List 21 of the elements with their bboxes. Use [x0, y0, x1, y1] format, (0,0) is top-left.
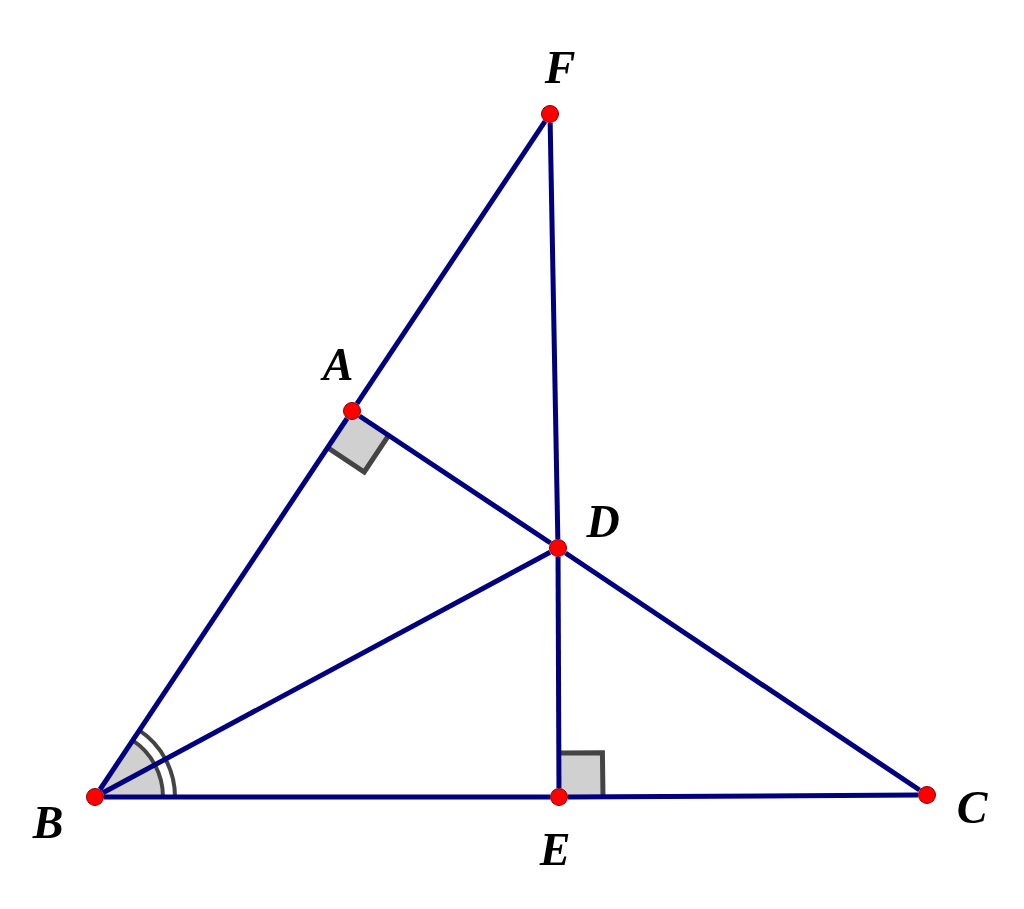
- point-label: C: [956, 785, 988, 831]
- line-segment: [568, 792, 918, 800]
- point-dot: [918, 786, 936, 804]
- line-segment: [564, 550, 921, 793]
- point-label: D: [586, 499, 620, 545]
- point-label: F: [544, 45, 576, 91]
- line-segment: [97, 417, 350, 791]
- point-dot: [86, 788, 104, 806]
- point-label: B: [32, 800, 64, 846]
- line-segment: [104, 794, 550, 800]
- line-segment: [358, 413, 552, 546]
- point-dot: [550, 788, 568, 806]
- point-dot: [343, 402, 361, 420]
- point-label: E: [539, 827, 571, 873]
- line-segment: [555, 557, 562, 788]
- point-dot: [541, 105, 559, 123]
- point-label: A: [322, 342, 354, 388]
- point-dot: [549, 539, 567, 557]
- line-segment: [101, 550, 552, 795]
- line-segment: [354, 120, 548, 405]
- line-segment: [547, 122, 561, 540]
